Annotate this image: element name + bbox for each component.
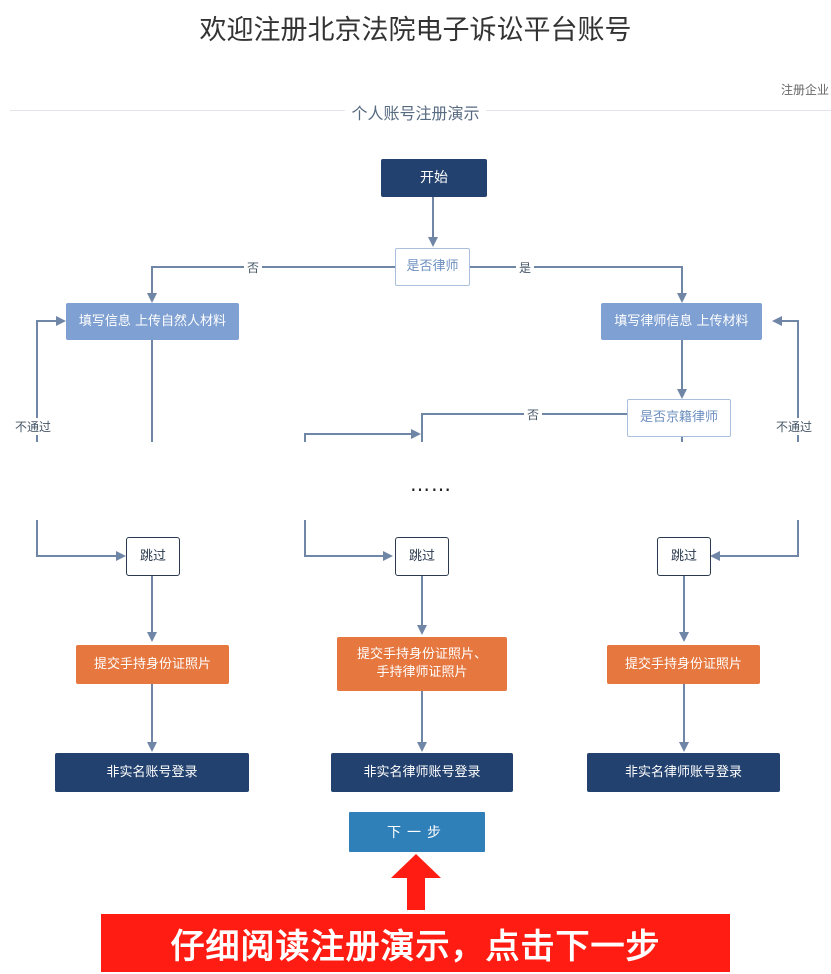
edge-yes-lawyer xyxy=(470,266,687,303)
section-title: 个人账号注册演示 xyxy=(0,100,831,124)
edge-label-no: 否 xyxy=(244,259,263,276)
edge-label-yes: 是 xyxy=(516,259,535,276)
edge-middle-top xyxy=(304,429,421,442)
edge-label-fail-right: 不通过 xyxy=(773,418,816,435)
node-login-lawyer-right: 非实名律师账号登录 xyxy=(587,753,780,792)
node-skip-right: 跳过 xyxy=(657,537,711,576)
node-submit-id-left: 提交手持身份证照片 xyxy=(76,645,229,684)
node-is-beijing-lawyer: 是否京籍律师 xyxy=(627,399,731,437)
page-title: 欢迎注册北京法院电子诉讼平台账号 xyxy=(199,15,632,46)
edge-fail-left-bottom xyxy=(36,520,126,561)
edge-middle-bottom xyxy=(304,520,393,561)
register-enterprise-link[interactable]: 注册企业 xyxy=(780,83,829,97)
edge-fail-left-top xyxy=(36,316,66,442)
edge-label-no-beijing: 否 xyxy=(524,406,543,423)
instruction-banner: 仔细阅读注册演示，点击下一步 xyxy=(101,914,730,972)
ellipsis: …… xyxy=(410,472,452,496)
node-fill-lawyer: 填写律师信息 上传材料 xyxy=(601,303,762,340)
node-skip-left: 跳过 xyxy=(126,537,180,576)
node-is-lawyer: 是否律师 xyxy=(395,248,470,286)
edge-fail-right-bottom xyxy=(710,520,799,561)
edge-no-personal xyxy=(147,266,395,303)
node-start: 开始 xyxy=(381,159,487,197)
edge-beijing-no xyxy=(421,413,627,442)
next-step-button[interactable]: 下一步 xyxy=(349,812,485,852)
node-login-lawyer-middle: 非实名律师账号登录 xyxy=(331,753,513,792)
node-login-non-verified: 非实名账号登录 xyxy=(55,753,249,792)
node-submit-id-lawyer: 提交手持身份证照片、 手持律师证照片 xyxy=(337,637,507,691)
node-skip-middle: 跳过 xyxy=(395,537,449,576)
node-submit-id-right: 提交手持身份证照片 xyxy=(607,645,760,684)
edge-fail-right-top xyxy=(772,316,799,442)
node-fill-personal: 填写信息 上传自然人材料 xyxy=(66,303,239,340)
section-title-text: 个人账号注册演示 xyxy=(345,104,486,123)
arrow-up-icon xyxy=(391,854,441,910)
edge-label-fail-left: 不通过 xyxy=(12,418,55,435)
